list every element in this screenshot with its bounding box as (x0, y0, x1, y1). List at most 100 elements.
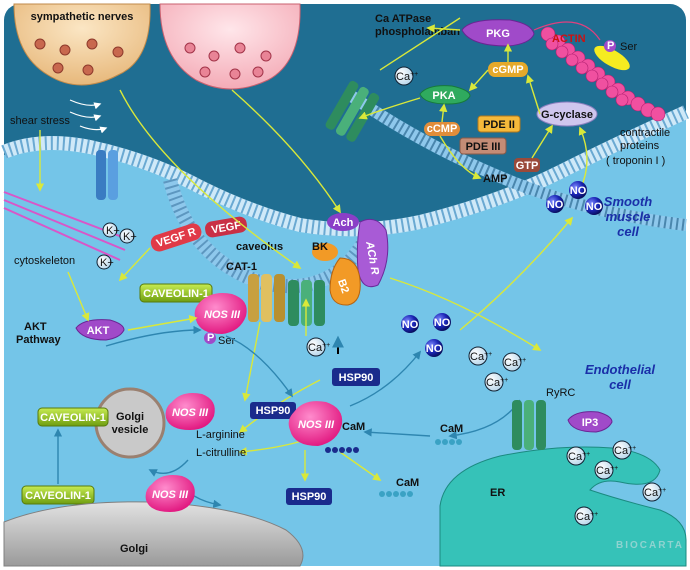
amp-label: AMP (483, 173, 507, 185)
ca-ion-endo-1: Ca++ (468, 346, 492, 366)
ca-ion-endo-3: Ca++ (484, 372, 508, 392)
shear-stress-label: shear stress (10, 115, 70, 127)
svg-text:G-cyclase: G-cyclase (541, 109, 593, 121)
svg-text:Ca++: Ca++ (644, 487, 666, 499)
cgmp-to-pka-arrow (468, 69, 489, 92)
no-molecule-smooth-3: NO (585, 197, 603, 215)
k-ion-3: K+ (96, 254, 114, 270)
parasympathetic-nerve-terminal (159, 3, 301, 90)
endoplasmic-reticulum (439, 446, 687, 567)
vegf-receptor: VEGF R VEGF (150, 216, 247, 252)
no-molecule-smooth-1: NO (546, 195, 564, 213)
svg-text:NOS III: NOS III (152, 489, 189, 501)
ca-ion-smooth: Ca++ (394, 66, 418, 86)
svg-text:ACTIN: ACTIN (552, 33, 586, 45)
svg-text:CAT-1: CAT-1 (226, 261, 257, 273)
svg-text:Ca++: Ca++ (486, 377, 508, 389)
no-molecule-endo-2: NO (433, 313, 451, 331)
svg-text:K+: K+ (123, 231, 137, 243)
hsp90-left: HSP90 (250, 402, 296, 419)
cytoskeleton-label: cytoskeleton (14, 255, 75, 267)
ca-ion-er-1: Ca++ (566, 446, 590, 466)
svg-text:NOS III: NOS III (298, 419, 335, 431)
svg-text:Ca++: Ca++ (576, 511, 598, 523)
no-molecule-endo-1: NO (401, 315, 419, 333)
ca-ion-er-2: Ca++ (612, 440, 636, 460)
sympathetic-to-channel-arrow (119, 89, 302, 269)
svg-text:BK: BK (312, 241, 328, 253)
svg-text:CaM: CaM (396, 477, 419, 489)
sympathetic-nerve-terminal (13, 3, 151, 86)
endothelial-membrane (1, 105, 689, 237)
shear-stress-arrow-3 (79, 125, 108, 134)
cam-free-lower: CaM (379, 477, 419, 497)
svg-text:cCMP: cCMP (427, 123, 458, 135)
achr-to-ip3-arrow (389, 277, 542, 351)
svg-text:RyRC: RyRC (546, 387, 575, 399)
svg-text:IP3: IP3 (582, 417, 599, 429)
g-cyclase-enzyme: G-cyclase (536, 101, 598, 127)
l-arginine-label: L-arginine (196, 429, 245, 441)
akt-to-nos-arrow (127, 315, 198, 331)
svg-text:NOS III: NOS III (172, 407, 209, 419)
cat-1-transporter: CAT-1 (226, 261, 285, 322)
nos3-cytosol: NOS III (288, 401, 343, 446)
caveolin-1-golgi: CAVEOLIN-1 (21, 485, 95, 505)
phospho-marker (604, 40, 616, 52)
pka-to-channel-arrow (358, 97, 421, 120)
k-ion-2: K+ (119, 228, 137, 244)
shear-stress-arrow-1 (69, 99, 102, 110)
cam-to-nos-arrow (363, 428, 431, 437)
svg-text:ACh R: ACh R (363, 240, 381, 276)
svg-text:VEGF: VEGF (210, 219, 242, 236)
svg-text:NO: NO (402, 319, 419, 331)
pkg-kinase: PKG (461, 19, 535, 47)
cgmp-node: cGMP (488, 62, 528, 77)
svg-text:PDE III: PDE III (466, 141, 501, 153)
cat1-to-larginine-arrow (242, 321, 261, 402)
gcyclase-to-cgmp-arrow (526, 74, 541, 115)
ca-ion-caveolus: Ca++ (306, 337, 330, 357)
svg-text:Ca++: Ca++ (308, 342, 330, 354)
vegf-to-akt-arrow (118, 247, 151, 282)
k-ion-1: K+ (102, 222, 120, 238)
hsp90-lower: HSP90 (286, 488, 332, 505)
svg-text:GTP: GTP (516, 160, 539, 172)
svg-text:Ser: Ser (620, 41, 637, 53)
ach-ligand (327, 213, 359, 231)
svg-text:Ca++: Ca++ (568, 451, 590, 463)
pkg-to-channel-inhibit (379, 17, 461, 71)
pde3-node: PDE III (459, 137, 507, 155)
ca-ion-er-4: Ca++ (642, 482, 666, 502)
cytoskeleton-to-akt-arrow (67, 271, 90, 322)
nos3-vesicle: NOS III (165, 393, 215, 430)
sympathetic-nerves-label: sympathetic nerves (31, 11, 134, 23)
no-molecule-endo-3: NO (425, 339, 443, 357)
caveolin-1-membrane: CAVEOLIN-1 (139, 283, 213, 303)
er-label: ER (490, 487, 505, 499)
l-citrulline-label: L-citrulline (196, 447, 246, 459)
svg-text:Ca++: Ca++ (596, 465, 618, 477)
troponin-marker (594, 45, 630, 71)
nos-to-cytosol-arrow (225, 335, 293, 398)
svg-text:NOS III: NOS III (204, 309, 241, 321)
svg-text:B2: B2 (335, 278, 351, 295)
pka-kinase: PKA (419, 85, 471, 105)
svg-text:NO: NO (586, 201, 603, 213)
ca-ion-er-3: Ca++ (594, 460, 618, 480)
ryrc-channel: RyRC (512, 387, 575, 450)
svg-text:Ach: Ach (333, 217, 354, 229)
svg-text:CaM: CaM (342, 421, 365, 433)
camp-to-amp-arrow (439, 135, 482, 180)
caveolin-1-vesicle: CAVEOLIN-1 (37, 407, 109, 427)
cam-bound: CaM (325, 421, 365, 453)
golgi-to-nos-arrow (105, 325, 202, 347)
nos-to-golgi-vesicle-arrow (148, 459, 189, 477)
svg-text:NO: NO (547, 199, 564, 211)
nos-to-no-arrow (349, 350, 422, 407)
no-to-smooth-arrow (459, 216, 574, 331)
bk-ligand (312, 243, 338, 261)
svg-text:HSP90: HSP90 (256, 405, 291, 417)
